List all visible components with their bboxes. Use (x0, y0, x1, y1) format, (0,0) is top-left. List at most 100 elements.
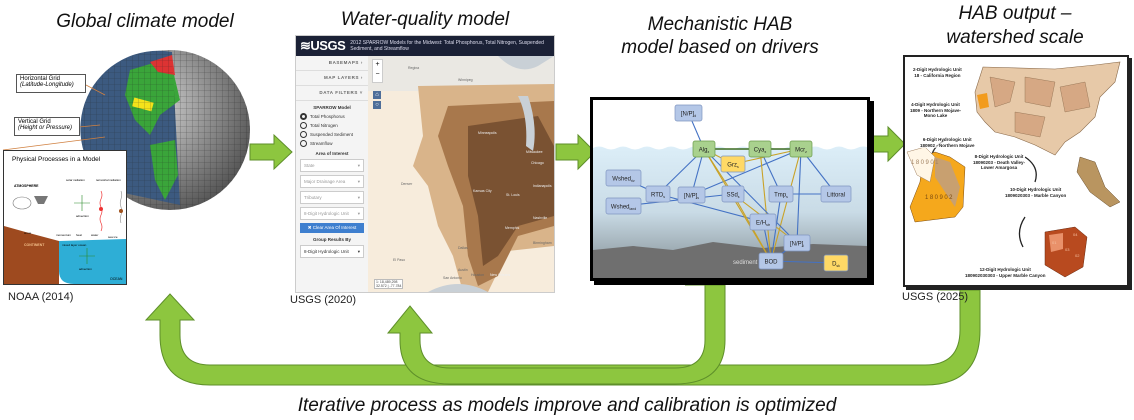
mixed-layer-label: mixed layer ocean (62, 243, 87, 247)
node-base-text: [N/P] (681, 112, 695, 118)
model-heading: SPARROW Model (313, 105, 351, 110)
sea-ice-label: sea ice (108, 235, 118, 239)
node-subscript: z (805, 150, 807, 154)
section-basemaps[interactable]: BASEMAPS › (296, 56, 368, 71)
group-select[interactable]: 8-Digit Hydrologic Unit (300, 245, 364, 258)
hab-node-box (645, 185, 671, 203)
title-global-climate: Global climate model (56, 11, 234, 32)
sparrow-app-screenshot: ≋USGS 2012 SPARROW Models for the Midwes… (295, 35, 555, 293)
huc-label-line: Lower Amargosa (980, 165, 1018, 170)
hab-node-grz: Grzs (720, 155, 746, 173)
feedback-arrow-outer (144, 289, 981, 386)
city-label: Memphis (505, 226, 520, 230)
radio-icon (300, 131, 307, 138)
node-base-text: Wshed (612, 177, 631, 183)
vertical-grid-subtext: (Height or Pressure) (18, 125, 73, 131)
radio-total-nitrogen[interactable]: Total Nitrogen (300, 122, 364, 129)
leader-line (2, 136, 106, 151)
huc-label-line: 4-Digit Hydrologic Unit (911, 102, 960, 107)
home-icon[interactable]: ⌂ (373, 91, 381, 99)
hab-node-box (820, 185, 852, 203)
city-label: Denver (401, 182, 413, 186)
leader-line (85, 84, 106, 96)
globe-illustration (80, 50, 250, 210)
zoom-in-button[interactable]: + (375, 61, 380, 68)
node-base-text: [N/P] (684, 194, 698, 200)
huc-code-label: 180902 (925, 195, 955, 201)
node-subscript: i (803, 244, 804, 248)
section-map-layers[interactable]: MAP LAYERS › (296, 71, 368, 86)
huc-map-graphics (906, 61, 1121, 278)
hab-node-box (720, 155, 746, 173)
hab-node-box (748, 140, 772, 158)
physical-processes-title: Physical Processes in a Model (12, 156, 101, 163)
hab-link-arrow (769, 148, 802, 263)
hab-node-label: [N/P]s (684, 194, 699, 201)
huc10-map (1076, 156, 1121, 208)
node-base-text: BOD (764, 260, 778, 266)
state-select[interactable]: State (300, 159, 364, 172)
water-label: water (91, 233, 99, 237)
section-data-filters[interactable]: DATA FILTERS ˅ (296, 86, 368, 101)
node-base-text: Tmp (774, 193, 787, 199)
ocean-advection-label: advection (79, 267, 92, 271)
radio-label: Total Phosphorus (310, 114, 345, 119)
tributary-select[interactable]: Tributary (300, 191, 364, 204)
huc-label-line: 2-Digit Hydrologic Unit (913, 67, 962, 72)
hab-node-label: BOD (764, 260, 778, 266)
node-base-text: [N/P] (790, 242, 804, 248)
drainage-area-select[interactable]: Major Drainage Area (300, 175, 364, 188)
huc12-subunit-code: 02 (1075, 253, 1080, 258)
locate-icon[interactable]: ○ (373, 101, 381, 109)
radio-total-phosphorus[interactable]: Total Phosphorus (300, 113, 364, 120)
node-base-text: Mcr (795, 148, 805, 154)
node-base-text: Grz (727, 163, 737, 169)
radio-streamflow[interactable]: Streamflow (300, 140, 364, 147)
title-mechanistic-1: Mechanistic HAB (647, 14, 793, 35)
zoom-out-button[interactable]: − (375, 71, 380, 78)
hab-link-arrow (691, 148, 803, 196)
city-label: El Paso (393, 258, 406, 262)
node-subscript: z (764, 150, 766, 154)
clear-area-button[interactable]: ✖ Clear Area Of Interest (300, 223, 364, 233)
horizontal-grid-subtext: (Latitude-Longitude) (20, 82, 74, 88)
radio-suspended-sediment[interactable]: Suspended Sediment (300, 131, 364, 138)
title-mechanistic-2: model based on drivers (621, 37, 819, 58)
heat-label: heat (76, 233, 82, 237)
huc12-map (1044, 226, 1088, 278)
hab-node-alg: Algz (692, 140, 716, 158)
node-base-text: Littoral (827, 193, 845, 199)
sediment-label: sediment (733, 260, 758, 266)
node-subscript: riv (631, 179, 635, 183)
node-base-text: Wshed (611, 205, 630, 211)
area-heading: Area of Interest (315, 151, 349, 156)
terrestrial-radiation-label: terrestrial radiation (96, 178, 121, 182)
huc-code-label: 180901 (911, 160, 941, 166)
radio-icon (300, 113, 307, 120)
hab-node-box (768, 185, 794, 203)
huc-label-line: 10-Digit Hydrologic Unit (1010, 187, 1062, 192)
hab-node-label: Wshedriv (612, 177, 635, 184)
hab-node-box (721, 185, 745, 203)
huc8-select[interactable]: 8-Digit Hydrologic Unit (300, 207, 364, 220)
hab-node-box (758, 252, 784, 270)
city-label: Houston (471, 273, 485, 277)
hab-node-label: Dsk (832, 262, 840, 269)
coords-text: 32.572 | -77.784 (376, 284, 402, 288)
hab-node-tmp: Tmps (768, 185, 794, 203)
node-base-text: SSd (726, 193, 737, 199)
hab-node-rtd: RTDs (645, 185, 671, 203)
huc12-subunit-code: 04 (1073, 232, 1078, 237)
phosphorus-map (368, 56, 554, 292)
scale-readout: 1: 18,489,298 32.572 | -77.784 (374, 279, 404, 289)
hab-node-label: [N/P]d (681, 112, 696, 119)
citation-usgs-2020: USGS (2020) (290, 294, 357, 306)
map-view[interactable]: + − ⌂ ○ Regina Winnipeg Minneapolis Milw… (368, 56, 554, 292)
node-subscript: sk (836, 264, 840, 268)
hab-link-arrow (759, 148, 774, 263)
city-label: New Orleans (490, 273, 511, 277)
